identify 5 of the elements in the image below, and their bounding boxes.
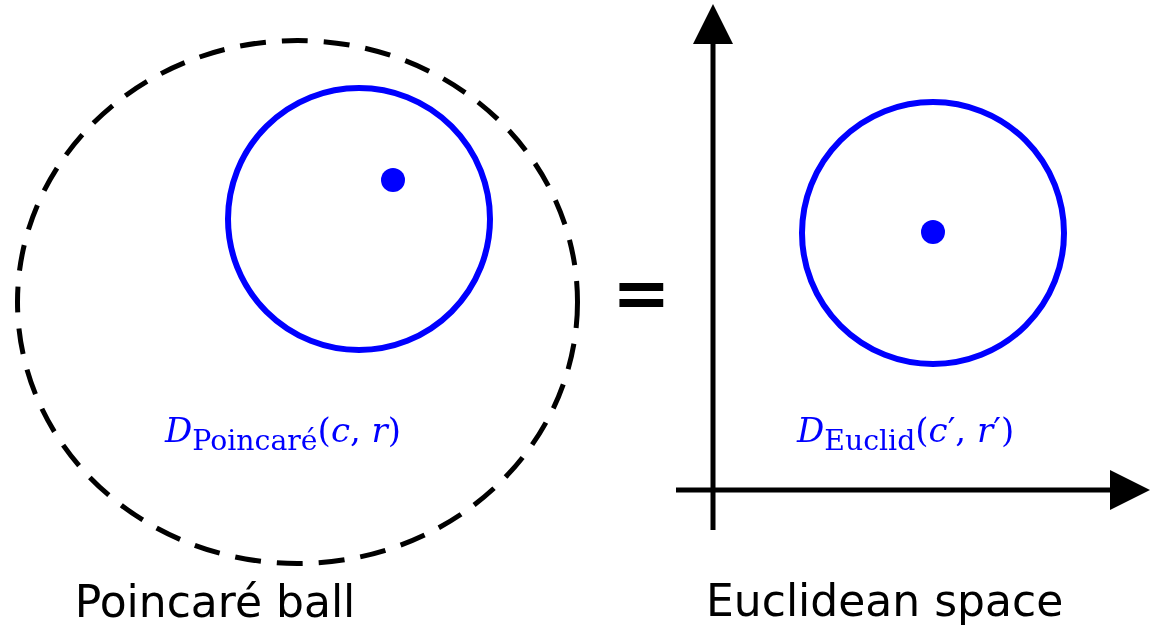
caption-label: Poincaré ball	[74, 576, 356, 627]
formula-label: D$_{Poincaré}$(c, r)	[165, 410, 402, 457]
formula-label: D$_{Euclid}$(c′, r′)	[797, 410, 1015, 457]
caption-label: Euclidean space	[706, 575, 1064, 626]
equals-sign: =	[612, 258, 671, 328]
